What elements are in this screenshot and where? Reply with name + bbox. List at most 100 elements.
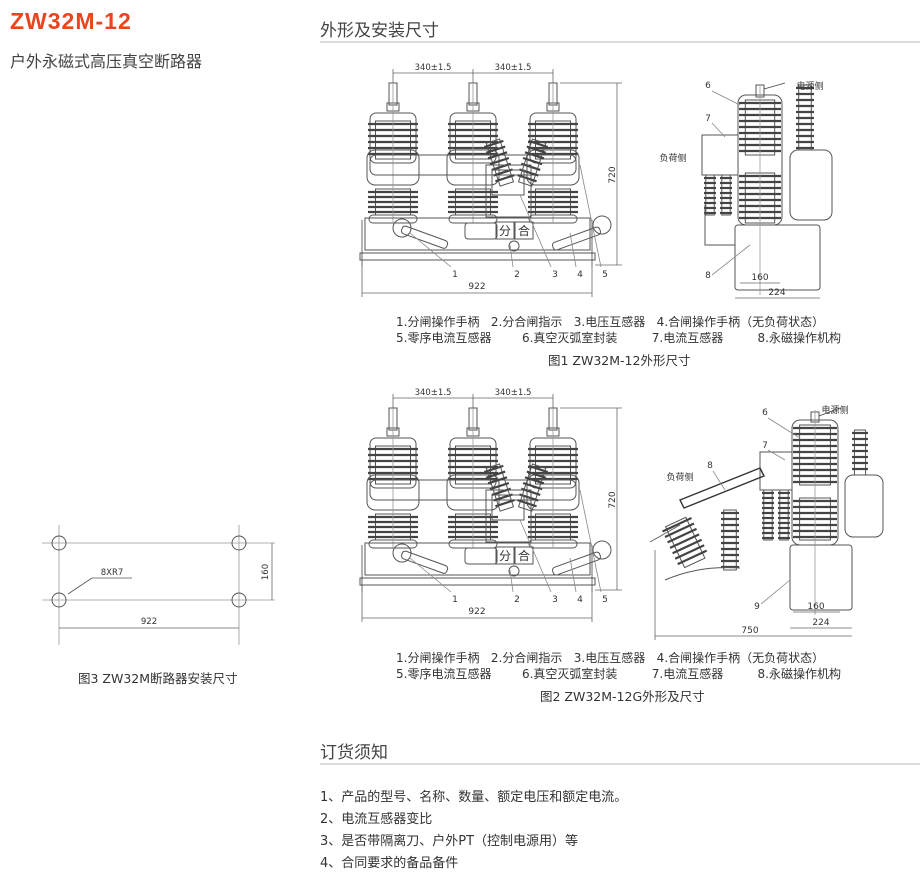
insulator-shed (677, 549, 708, 566)
fig1-caption: 图1 ZW32M-12外形尺寸 (548, 353, 691, 368)
fig1-legend-line1: 1.分闸操作手柄 2.分合闸指示 3.电压互感器 4.合闸操作手柄（无负荷状态） (396, 315, 825, 329)
power-side-label: 电源侧 (821, 404, 848, 416)
mechanism-box (789, 544, 853, 611)
product-model: ZW32M-12 (10, 8, 132, 34)
callout-number: 5 (602, 270, 608, 280)
mounting-hole (231, 592, 247, 608)
side-width-160-label: 160 (751, 273, 768, 283)
close-handle-hub (592, 540, 612, 560)
close-handle-hub (592, 215, 612, 235)
ordering-divider (320, 763, 920, 765)
ordering-heading: 订货须知 (320, 743, 388, 763)
width-label: 922 (468, 607, 485, 617)
callout-number: 7 (705, 114, 711, 124)
callout-number: 2 (514, 270, 520, 280)
pitch-right-label: 340±1.5 (495, 63, 532, 73)
leader-line (409, 232, 452, 268)
leader-line (767, 417, 801, 439)
fig2-legend-line2: 5.零序电流互感器 6.真空灭弧室封装 7.电流互感器 8.永磁操作机构 (396, 667, 841, 681)
power-lead (763, 82, 786, 90)
ct-housing (701, 134, 739, 176)
insulator-shed (495, 499, 515, 508)
insulator-shed (517, 499, 537, 508)
isolator-base (664, 567, 741, 581)
insulator-shed (489, 481, 510, 491)
ordering-item: 3、是否带隔离刀、户外PT（控制电源用）等 (320, 834, 579, 849)
insulator (720, 174, 732, 216)
height-label: 720 (608, 491, 618, 508)
heading-divider (320, 41, 920, 43)
insulator-shed (672, 538, 703, 555)
side-width-750-label: 750 (741, 626, 758, 636)
leader-line (509, 569, 514, 593)
insulator (778, 489, 790, 541)
callout-number: 3 (552, 270, 558, 280)
callout-number: 4 (577, 270, 583, 280)
open-indicator-label: 分 (499, 549, 511, 563)
callout-number: 1 (452, 595, 458, 605)
insulator (762, 489, 774, 541)
insulator (483, 463, 515, 512)
leader-line (409, 557, 452, 593)
close-handle (551, 551, 602, 576)
insulator-core (779, 489, 789, 541)
close-indicator-label: 合 (518, 223, 530, 238)
open-indicator-label: 分 (499, 224, 511, 238)
product-name: 户外永磁式高压真空断路器 (10, 52, 203, 71)
callout-number: 8 (707, 461, 713, 471)
lead (649, 524, 681, 543)
insulator-shed (524, 151, 545, 160)
callout-number: 5 (602, 595, 608, 605)
callout-number: 2 (514, 595, 520, 605)
mechanism-box (364, 217, 591, 251)
callout-number: 1 (452, 270, 458, 280)
isolator-blade (679, 467, 765, 509)
pt-housing (844, 474, 884, 538)
ordering-item: 1、产品的型号、名称、数量、额定电压和额定电流。 (320, 790, 628, 805)
leader-line (711, 122, 726, 138)
dimensions-heading: 外形及安装尺寸 (320, 21, 439, 41)
callout-number: 6 (762, 408, 768, 418)
mounting-hole (231, 535, 247, 551)
insulator-shed (526, 145, 547, 154)
pitch-right-label: 340±1.5 (495, 388, 532, 398)
callout-number: 4 (577, 595, 583, 605)
mounting-rail (359, 252, 596, 261)
vt-housing (485, 164, 532, 218)
insulator (852, 429, 868, 476)
leader-line (569, 557, 577, 593)
insulator-shed (526, 470, 547, 479)
insulator (796, 84, 814, 151)
pt-housing (789, 149, 833, 221)
mechanism-box (734, 224, 821, 291)
ordering-item: 2、电流互感器变比 (320, 812, 433, 827)
insulator-core (763, 489, 773, 541)
hole-spec-label: 8XR7 (101, 568, 124, 578)
open-handle (400, 225, 449, 249)
insulator-core (517, 463, 547, 512)
close-indicator (514, 546, 534, 565)
insulator-core (721, 174, 731, 216)
load-side-label: 负荷侧 (666, 471, 693, 483)
vt-window (491, 494, 525, 521)
mounting-rail (359, 577, 596, 586)
fig3-caption: 图3 ZW32M断路器安装尺寸 (78, 671, 238, 686)
insulator-shed (495, 174, 515, 183)
close-handle (551, 226, 602, 251)
insulator-core (705, 174, 715, 216)
insulator-shed (483, 139, 504, 149)
leader-line (711, 244, 751, 276)
ordering-item: 4、合同要求的备品备件 (320, 856, 459, 871)
mechanism-box (364, 542, 591, 576)
insulator-shed (517, 174, 537, 183)
insulator-shed (483, 464, 504, 474)
leader-line (712, 470, 726, 491)
indicator-window (464, 222, 498, 240)
